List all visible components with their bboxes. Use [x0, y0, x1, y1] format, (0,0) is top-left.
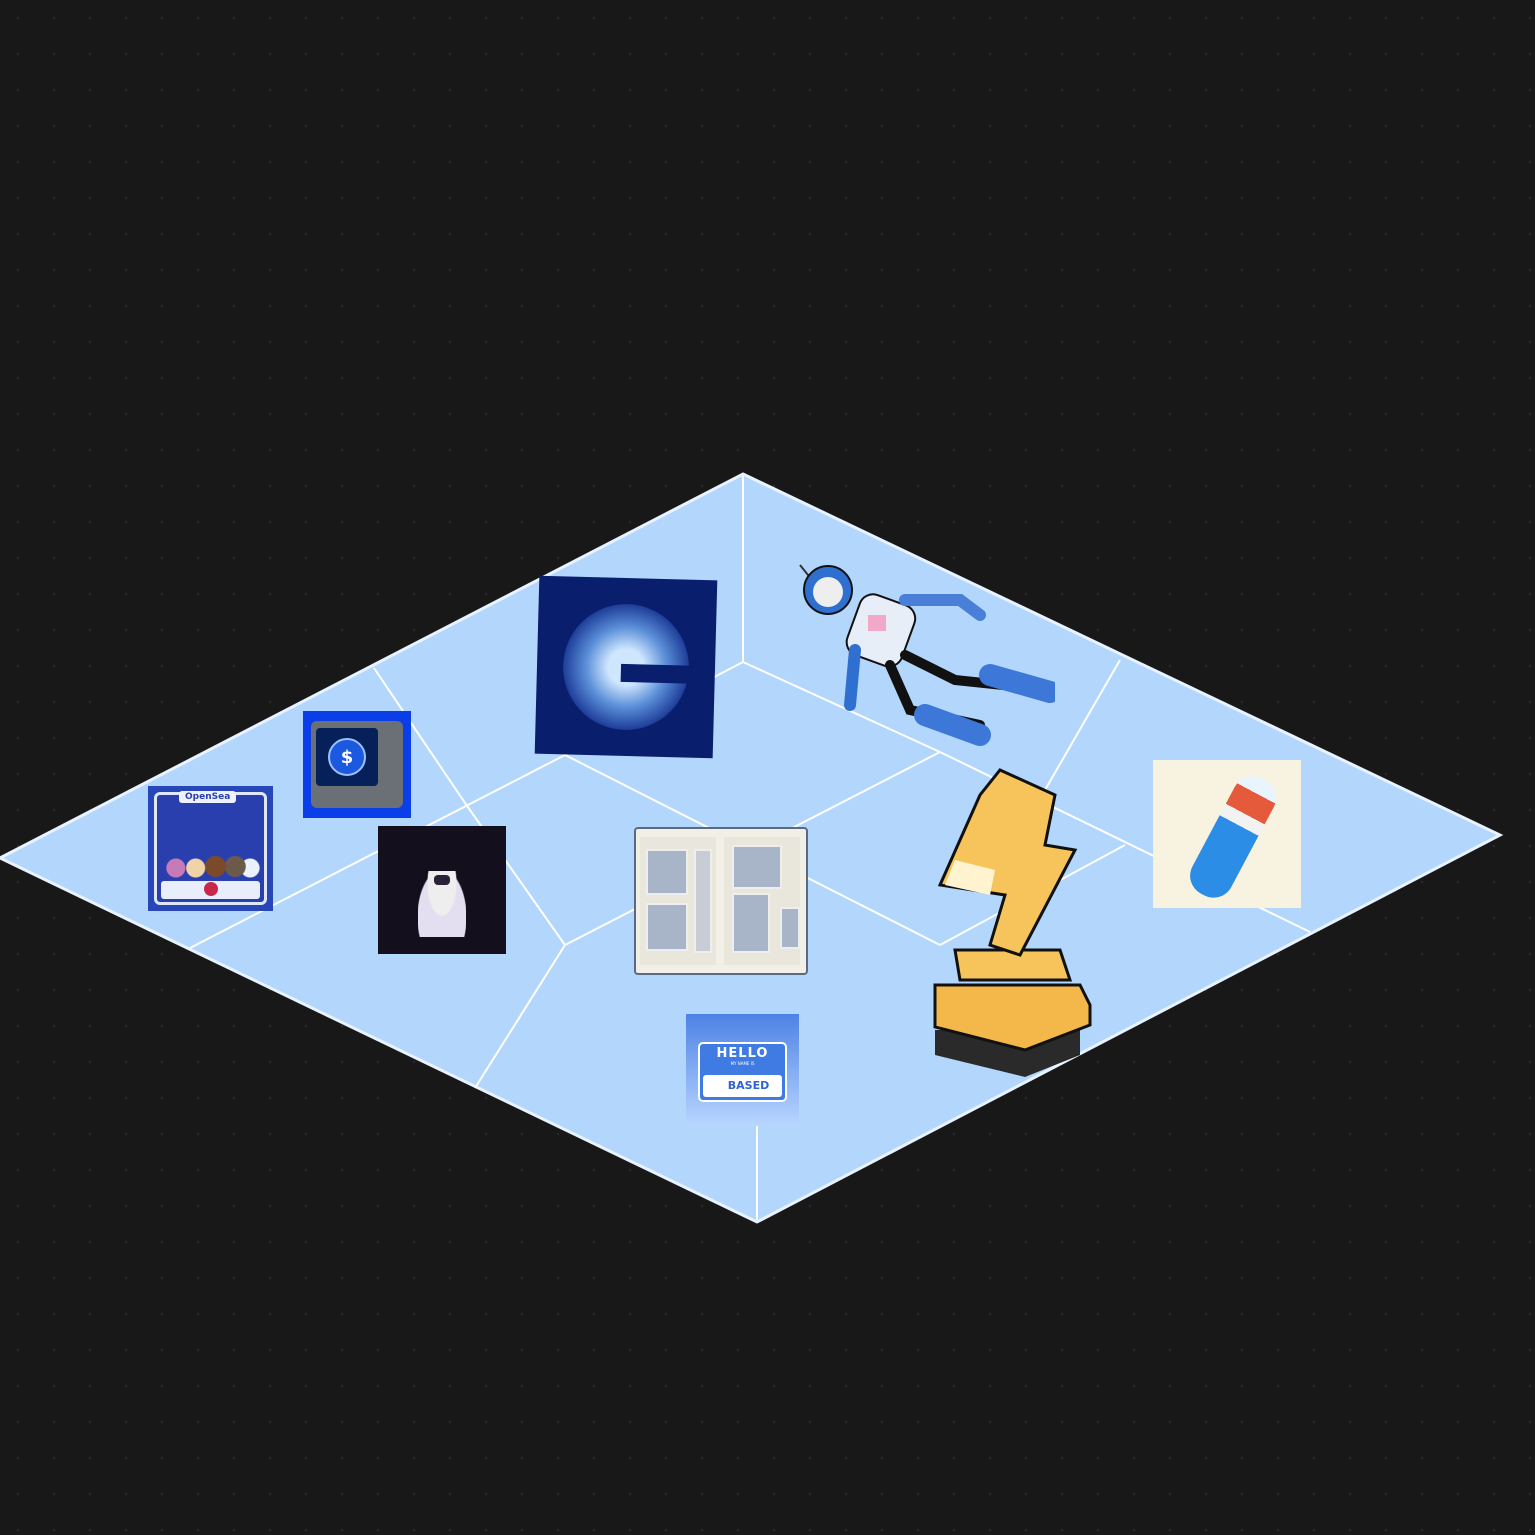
notebook-left-page: [640, 837, 716, 965]
dollar-coin-icon: $: [328, 738, 366, 776]
based-can-nft[interactable]: [1153, 760, 1301, 908]
opensea-claw-machine-nft[interactable]: OpenSea: [148, 786, 273, 911]
nametag-title: HELLO: [716, 1046, 769, 1061]
floating-robot-nft[interactable]: [790, 560, 1055, 765]
can-icon: [1183, 769, 1283, 905]
lightning-trophy-nft[interactable]: [930, 765, 1095, 1080]
meditating-astronaut-nft[interactable]: [378, 826, 506, 954]
tv-icon: $: [311, 721, 403, 808]
astronaut-icon: [418, 871, 466, 937]
machine-controls: [161, 881, 260, 899]
usdc-tv-nft[interactable]: $: [303, 711, 411, 818]
open-notebook-nft[interactable]: [634, 827, 808, 975]
plush-toys: [161, 850, 260, 880]
notebook-right-page: [724, 837, 800, 965]
swirl-logo-nft[interactable]: [534, 575, 718, 759]
hello-based-nametag-nft[interactable]: HELLO MY NAME IS BASED: [686, 1014, 799, 1126]
opensea-label: OpenSea: [179, 791, 237, 803]
swirl-c-logo-icon: [561, 602, 691, 732]
nametag-subtitle: MY NAME IS: [730, 1061, 755, 1066]
robot-icon: [799, 564, 1055, 746]
claw-machine: OpenSea: [154, 791, 267, 905]
nametag-name: BASED: [703, 1075, 782, 1097]
name-tag: HELLO MY NAME IS BASED: [698, 1042, 787, 1102]
lightning-bolt-trophy-icon: [933, 768, 1092, 1077]
